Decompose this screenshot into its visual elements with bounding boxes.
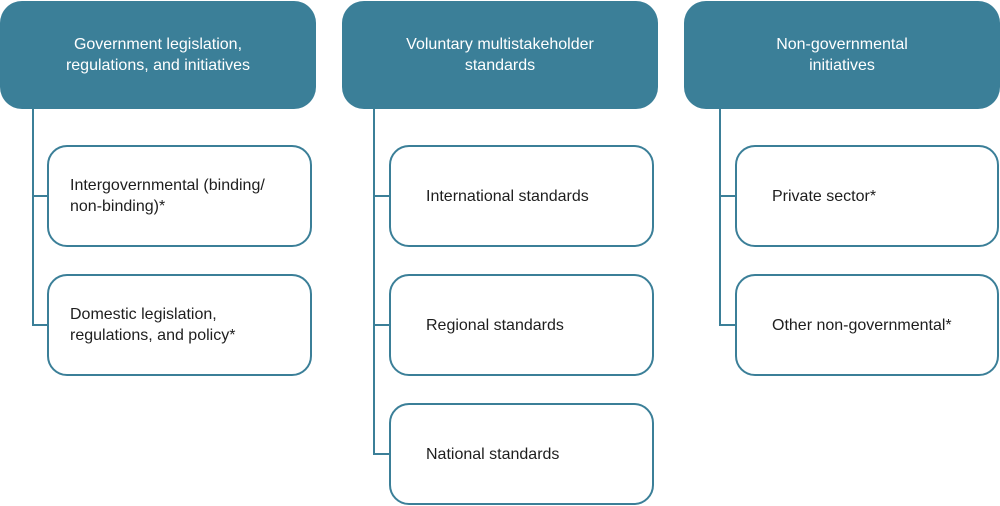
connector-trunk-voluntary <box>373 109 375 455</box>
header-government: Government legislation, regulations, and… <box>0 1 316 109</box>
box-intergovernmental: Intergovernmental (binding/ non-binding)… <box>47 145 312 247</box>
box-regional-standards: Regional standards <box>389 274 654 376</box>
connector-branch-other <box>719 324 737 326</box>
box-private-sector-label: Private sector* <box>772 187 877 205</box>
connector-branch-domestic <box>32 324 49 326</box>
box-domestic-legislation-label: Domestic legislation, regulations, and p… <box>70 306 236 344</box>
header-voluntary: Voluntary multistakeholder standards <box>342 1 658 109</box>
connector-trunk-non-governmental <box>719 109 721 326</box>
header-voluntary-label: Voluntary multistakeholder standards <box>406 36 594 74</box>
box-private-sector: Private sector* <box>735 145 999 247</box>
connector-branch-international <box>373 195 391 197</box>
header-non-governmental: Non-governmental initiatives <box>684 1 1000 109</box>
box-national-standards-label: National standards <box>426 445 560 463</box>
box-international-standards-label: International standards <box>426 187 589 205</box>
box-intergovernmental-label: Intergovernmental (binding/ non-binding)… <box>70 177 265 215</box>
connector-branch-national <box>373 453 391 455</box>
box-national-standards: National standards <box>389 403 654 505</box>
header-non-governmental-label: Non-governmental initiatives <box>776 36 908 74</box>
box-international-standards: International standards <box>389 145 654 247</box>
connector-branch-intergovernmental <box>32 195 49 197</box>
box-other-non-governmental-label: Other non-governmental* <box>772 316 952 334</box>
connector-trunk-government <box>32 109 34 326</box>
header-government-label: Government legislation, regulations, and… <box>65 36 251 74</box>
box-domestic-legislation: Domestic legislation, regulations, and p… <box>47 274 312 376</box>
connector-branch-private-sector <box>719 195 737 197</box>
box-other-non-governmental: Other non-governmental* <box>735 274 999 376</box>
connector-branch-regional <box>373 324 391 326</box>
box-regional-standards-label: Regional standards <box>426 316 564 334</box>
